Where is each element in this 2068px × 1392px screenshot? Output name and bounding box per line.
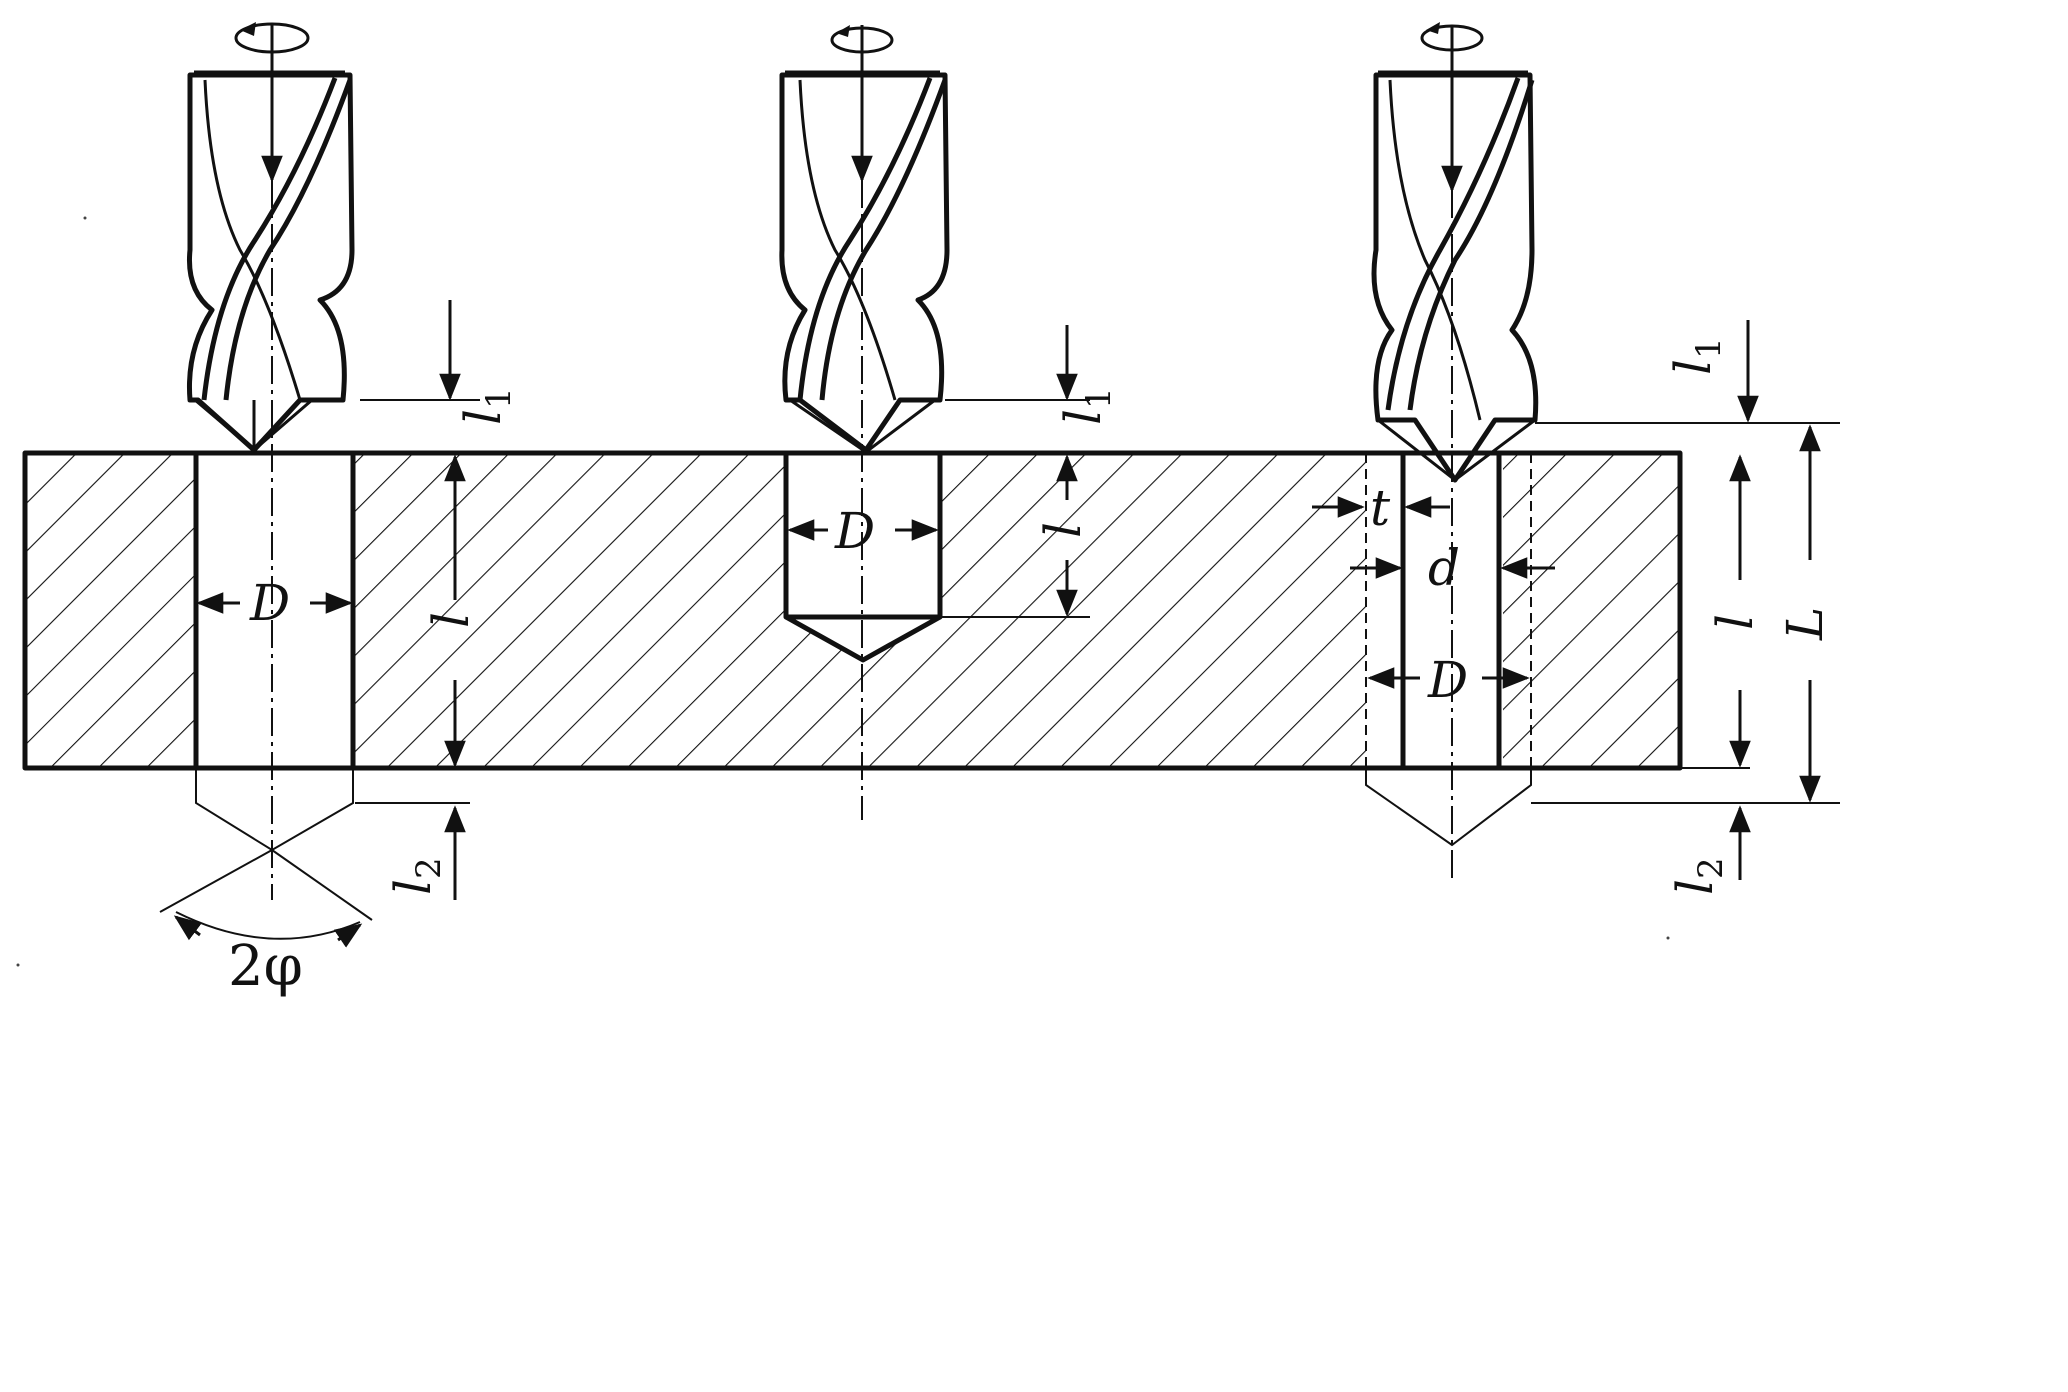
svg-text:l2: l2	[1666, 857, 1731, 895]
label-angle-2phi: 2φ	[228, 934, 303, 999]
label-l1: l	[1664, 359, 1722, 375]
label-l1-sub: 1	[1079, 387, 1119, 409]
label-d: d	[1428, 539, 1460, 597]
label-l1: l	[454, 409, 512, 425]
label-D: D	[1427, 651, 1468, 709]
dimension-l1-2: l1 l	[940, 325, 1119, 618]
label-l: l	[1706, 614, 1764, 630]
speck	[16, 963, 20, 967]
drill-3-exit-tip	[1365, 768, 1532, 847]
drill-1-exit-tip	[159, 768, 373, 948]
label-l2: l	[384, 879, 442, 895]
label-l1: l	[1054, 409, 1112, 425]
dimension-right: l1 l L l2	[1531, 320, 1840, 895]
dimension-l1-1: l1 l	[360, 300, 519, 768]
label-l1-sub: 1	[1689, 337, 1729, 359]
dimension-l2-1: l2 2φ	[228, 802, 470, 999]
dimension-D-2: D	[787, 502, 939, 560]
label-l1-sub: 1	[479, 387, 519, 409]
label-l: l	[422, 612, 480, 628]
dimension-t: t	[1312, 479, 1450, 537]
svg-text:l1: l1	[1054, 387, 1119, 425]
label-L: L	[1776, 607, 1834, 641]
svg-text:l2: l2	[384, 857, 449, 895]
label-D: D	[834, 502, 875, 560]
drill-3	[1371, 22, 1539, 880]
svg-text:l1: l1	[1664, 337, 1729, 375]
drill-2	[779, 25, 950, 820]
label-l2: l	[1666, 879, 1724, 895]
dimension-D-1: D	[196, 574, 353, 632]
label-l2-sub: 2	[1691, 857, 1731, 879]
speck	[83, 216, 87, 220]
drill-1	[186, 22, 355, 900]
label-D: D	[249, 574, 290, 632]
label-l2-sub: 2	[409, 857, 449, 879]
label-l: l	[1034, 522, 1092, 538]
workpiece	[22, 450, 1683, 771]
label-t: t	[1370, 479, 1391, 537]
speck	[1666, 936, 1670, 940]
svg-text:l1: l1	[454, 387, 519, 425]
dimension-d: d	[1350, 539, 1555, 597]
dimension-D-3: D	[1367, 651, 1530, 709]
